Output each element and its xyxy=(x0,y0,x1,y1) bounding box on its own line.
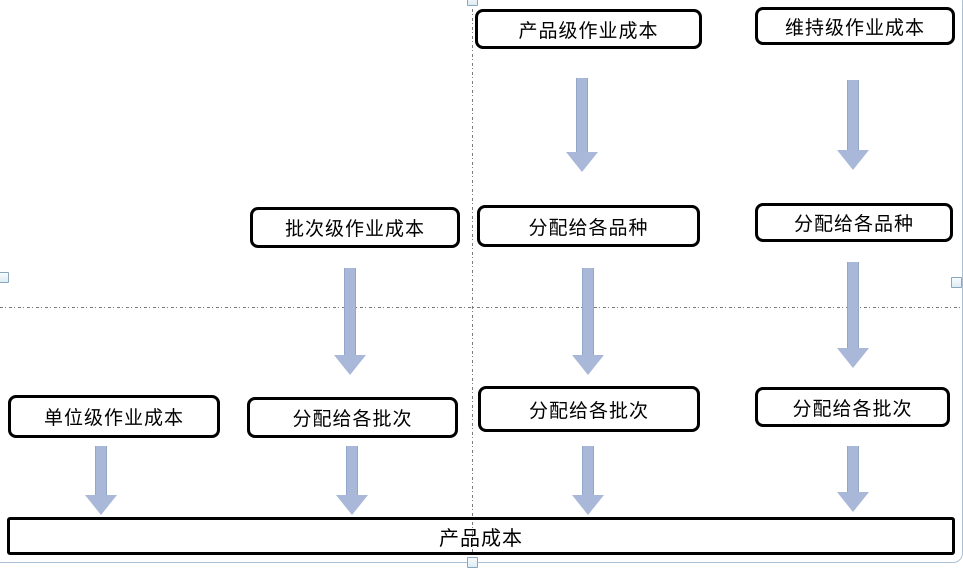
box-label: 分配给各批次 xyxy=(792,398,913,420)
arrow-head xyxy=(85,495,117,515)
arrow-shaft xyxy=(582,268,594,356)
box-label: 分配给各品种 xyxy=(793,214,914,235)
arrow-head xyxy=(336,495,368,515)
arrow-shaft xyxy=(847,446,859,493)
box-allocate-to-batches-col3[interactable]: 分配给各批次 xyxy=(478,386,700,432)
arrow-head xyxy=(837,150,869,170)
arrow-shaft xyxy=(576,78,588,153)
box-sustaining-level-activity-cost[interactable]: 维持级作业成本 xyxy=(755,7,955,45)
box-allocate-to-varieties-center[interactable]: 分配给各品种 xyxy=(477,205,700,247)
box-product-level-activity-cost[interactable]: 产品级作业成本 xyxy=(475,9,702,49)
down-arrow-batch-to-batches[interactable] xyxy=(334,268,366,375)
box-label: 分配给各品种 xyxy=(528,217,649,239)
down-arrow-product-to-variety[interactable] xyxy=(566,78,598,172)
box-batch-level-activity-cost[interactable]: 批次级作业成本 xyxy=(250,207,460,248)
box-label: 批次级作业成本 xyxy=(284,219,425,240)
arrow-head xyxy=(837,348,869,368)
box-allocate-to-batches-col4[interactable]: 分配给各批次 xyxy=(755,387,950,427)
box-label: 产品级作业成本 xyxy=(518,20,659,42)
down-arrow-batches3-to-product-cost[interactable] xyxy=(572,446,604,515)
resize-handle-left[interactable] xyxy=(0,272,9,283)
box-label: 维持级作业成本 xyxy=(784,17,925,39)
box-allocate-to-varieties-right[interactable]: 分配给各品种 xyxy=(755,203,953,242)
down-arrow-unit-to-product-cost[interactable] xyxy=(85,446,117,515)
resize-handle-bottom[interactable] xyxy=(467,557,478,568)
arrow-head xyxy=(566,152,598,172)
arrow-shaft xyxy=(344,268,356,356)
box-label: 产品成本 xyxy=(439,527,523,550)
resize-handle-right[interactable] xyxy=(951,277,962,288)
arrow-head xyxy=(837,492,869,512)
down-arrow-batches4-to-product-cost[interactable] xyxy=(837,446,869,512)
down-arrow-variety-to-batches-center[interactable] xyxy=(572,268,604,375)
box-unit-level-activity-cost[interactable]: 单位级作业成本 xyxy=(8,395,220,438)
down-arrow-sustaining-to-variety[interactable] xyxy=(837,80,869,170)
arrow-head xyxy=(572,355,604,375)
box-label: 单位级作业成本 xyxy=(43,408,184,429)
box-allocate-to-batches-col2[interactable]: 分配给各批次 xyxy=(247,397,458,438)
arrow-shaft xyxy=(95,446,107,496)
arrow-shaft xyxy=(847,262,859,349)
arrow-head xyxy=(572,495,604,515)
vertical-guide-line xyxy=(472,0,473,567)
down-arrow-variety-to-batches-right[interactable] xyxy=(837,262,869,368)
arrow-shaft xyxy=(847,80,859,151)
horizontal-guide-line xyxy=(0,307,963,308)
box-product-cost[interactable]: 产品成本 xyxy=(7,517,955,555)
arrow-shaft xyxy=(346,446,358,496)
box-label: 分配给各批次 xyxy=(292,409,413,430)
arrow-head xyxy=(334,355,366,375)
down-arrow-batches2-to-product-cost[interactable] xyxy=(336,446,368,515)
resize-handle-top[interactable] xyxy=(467,0,478,6)
arrow-shaft xyxy=(582,446,594,496)
box-label: 分配给各批次 xyxy=(528,400,649,422)
